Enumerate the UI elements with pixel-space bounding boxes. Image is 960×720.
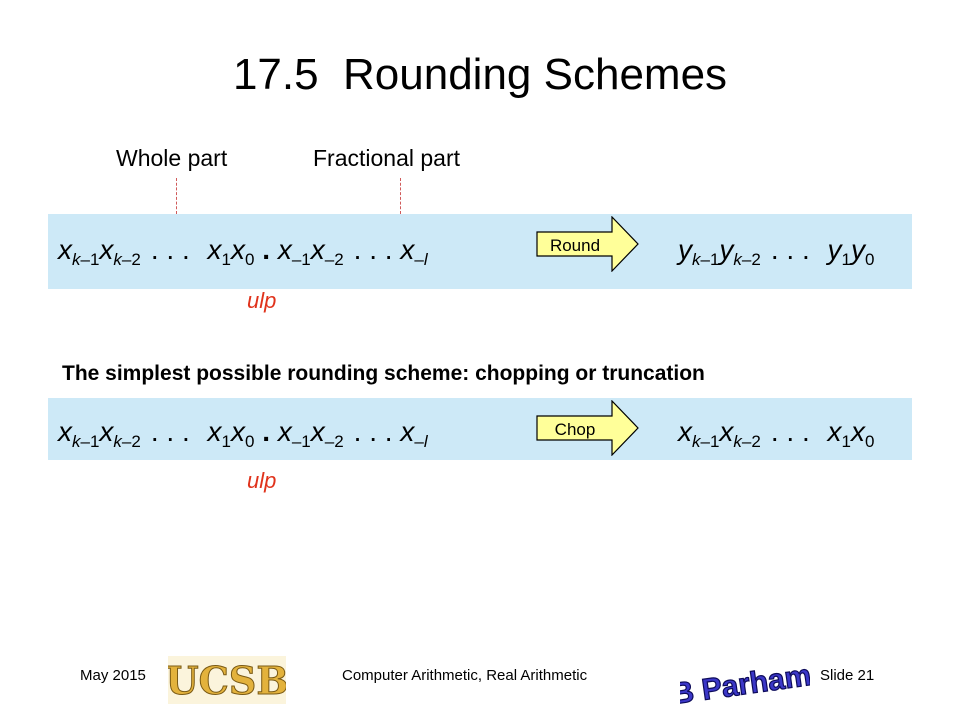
rounding-output-digits: yk–1yk–2. . . y1y0 — [678, 234, 875, 269]
ucsb-logo-icon: UCSB — [165, 658, 289, 704]
signature-logo-icon: B Parhami — [669, 657, 822, 712]
chopping-band — [48, 398, 912, 460]
chopping-output-digits: xk–1xk–2. . . x1x0 — [678, 416, 875, 451]
whole-part-pointer — [176, 178, 177, 214]
signature-logo-text: B Parhami — [680, 658, 810, 710]
rounding-band — [48, 214, 912, 289]
rounding-ulp-label: ulp — [247, 288, 277, 313]
fractional-part-pointer — [400, 178, 401, 214]
fractional-part-label: Fractional part — [313, 145, 461, 171]
ucsb-logo: UCSB — [165, 656, 289, 704]
chop-arrow-label: Chop — [554, 420, 596, 439]
chop-arrow-icon — [536, 400, 639, 456]
slide-title: 17.5 Rounding Schemes — [232, 50, 728, 99]
round-arrow-icon — [536, 216, 639, 272]
chopping-ulp-label: ulp — [247, 468, 277, 493]
signature-logo: B Parhami — [669, 648, 822, 715]
chopping-input-digits: xk–1xk–2. . . x1x0 . x–1x–2. . . x–l — [58, 416, 428, 451]
chopping-statement: The simplest possible rounding scheme: c… — [62, 362, 705, 385]
footer-date: May 2015 — [80, 667, 146, 684]
whole-part-label: Whole part — [116, 145, 228, 171]
round-arrow-label: Round — [549, 236, 601, 255]
footer-slide-number: Slide 21 — [820, 667, 875, 684]
rounding-input-digits: xk–1xk–2. . . x1x0 . x–1x–2. . . x–l — [58, 234, 428, 269]
footer-course: Computer Arithmetic, Real Arithmetic — [342, 667, 588, 684]
ucsb-logo-text: UCSB — [168, 658, 286, 703]
